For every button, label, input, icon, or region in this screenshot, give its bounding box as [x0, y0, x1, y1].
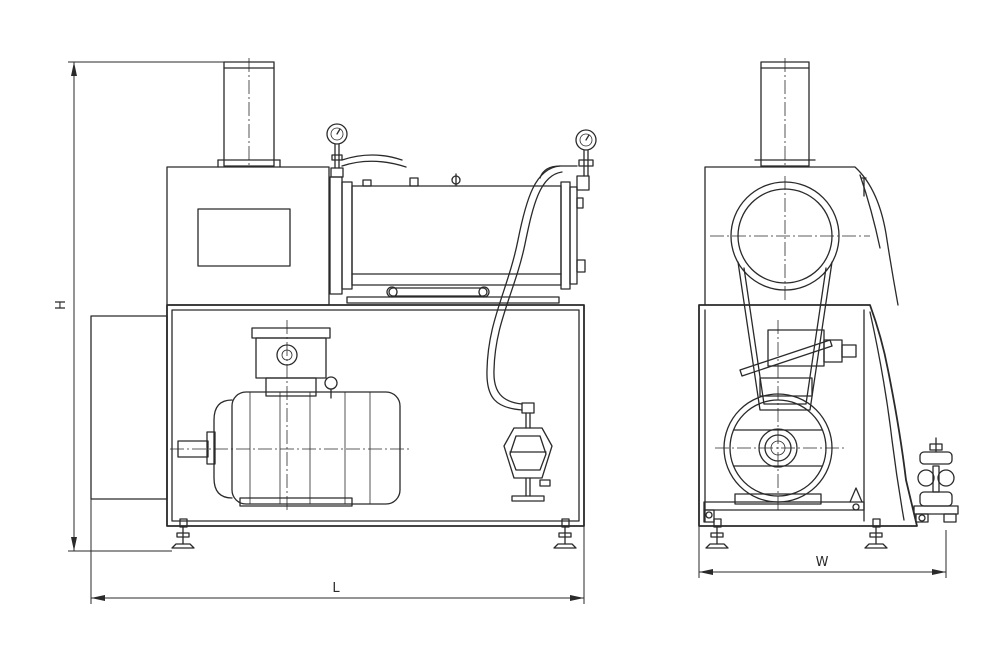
length-dimension: L [90, 499, 585, 604]
front-view [90, 58, 597, 549]
height-label: H [54, 300, 69, 310]
side-foot-right [864, 518, 888, 549]
pressure-gauge-right [539, 129, 597, 191]
side-chimney [754, 58, 816, 168]
drive-motor [170, 320, 410, 512]
side-foot-left [705, 518, 729, 549]
side-base-frame [703, 487, 865, 523]
side-upper-housing [704, 166, 899, 306]
width-label: W [816, 555, 829, 570]
front-foot-left [171, 518, 195, 549]
side-cover [90, 315, 168, 500]
side-diaphragm-pump [913, 437, 959, 523]
length-label: L [332, 581, 340, 596]
front-foot-right [553, 518, 577, 549]
pressure-gauge-left [326, 123, 407, 178]
return-hose [486, 165, 563, 411]
control-housing [166, 166, 330, 306]
side-motor [715, 320, 857, 512]
height-dimension: H [54, 61, 224, 552]
base-cabinet [90, 304, 585, 527]
side-lower-housing [698, 304, 918, 527]
grinding-cylinder [329, 173, 586, 304]
front-diaphragm-pump [503, 402, 553, 502]
drive-belt-guard [737, 261, 833, 411]
width-dimension: W [698, 526, 947, 578]
control-panel-window [197, 208, 291, 267]
front-chimney [217, 58, 281, 168]
side-view [698, 58, 959, 549]
